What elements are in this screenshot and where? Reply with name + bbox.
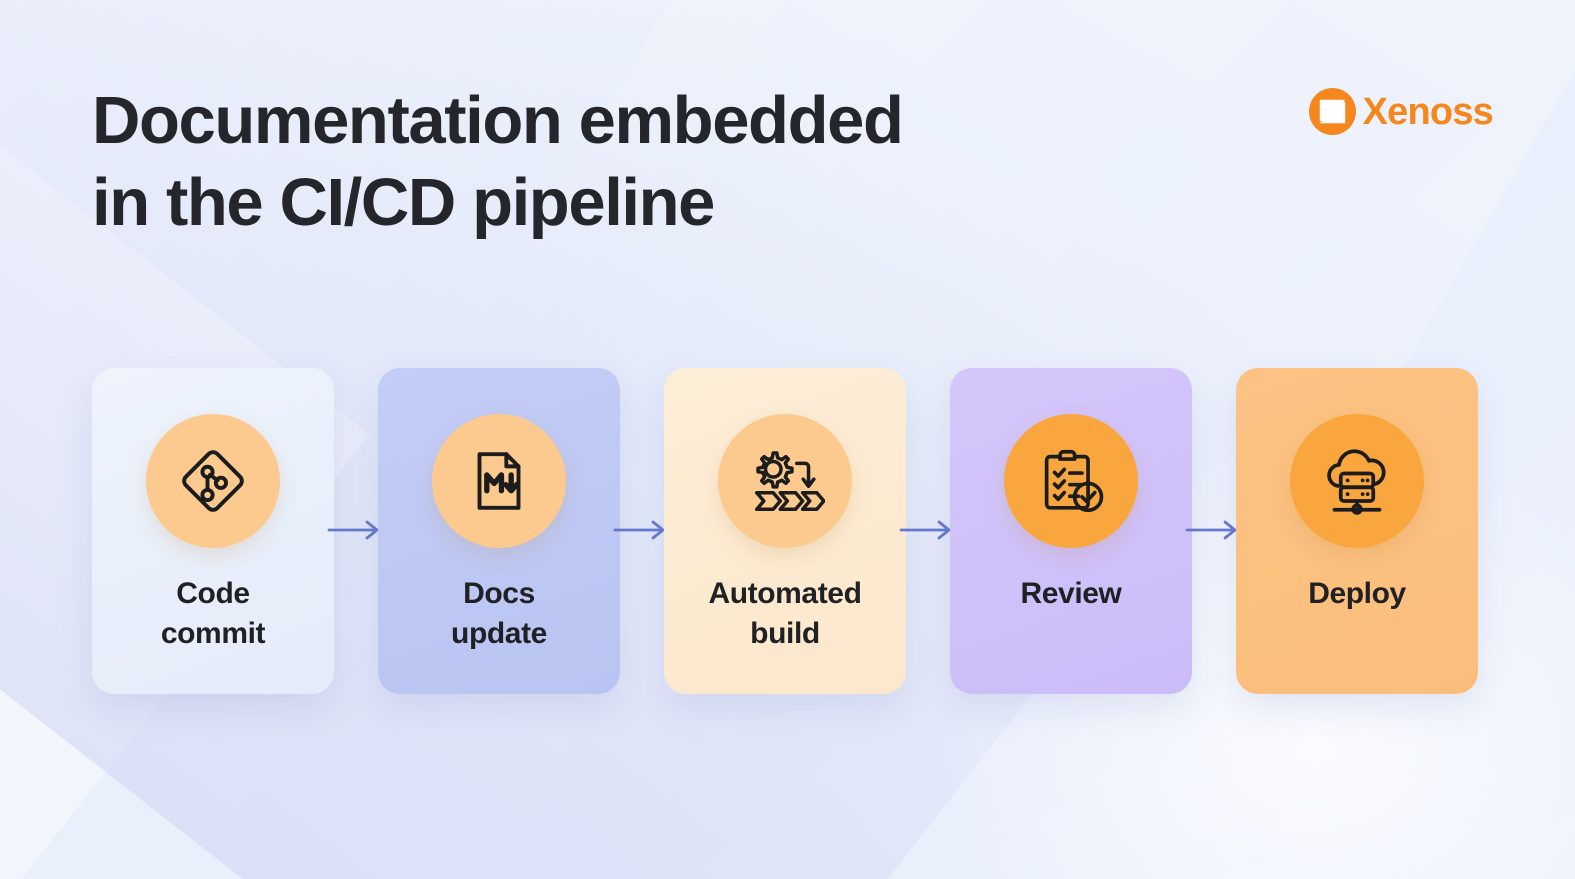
page-title-line-1: Documentation embedded (92, 83, 904, 158)
pipeline-step-label: Docs update (451, 577, 547, 650)
connector-arrow-right-icon (1185, 520, 1237, 540)
pipeline-step-label: Automated build (708, 577, 862, 650)
git-branch-diamond-icon (182, 450, 244, 512)
cloud-server-icon (1327, 449, 1386, 515)
pipeline-step-docs-update[interactable]: Docs update (378, 368, 620, 694)
page-title: Documentation embedded in the CI/CD pipe… (92, 80, 1152, 243)
pipeline-step-deploy[interactable]: Deploy (1236, 368, 1478, 694)
connector-arrow-right-icon (613, 520, 665, 540)
icon-badge (432, 414, 566, 548)
xenoss-logo: Xenoss (1308, 88, 1494, 135)
pipeline-step-automated-build[interactable]: Automated build (664, 368, 906, 694)
page-title-line-2: in the CI/CD pipeline (92, 164, 715, 240)
connector-arrow-right-icon (327, 520, 379, 540)
pipeline-row: Code commit Docs update (0, 368, 1575, 698)
icon-badge (1290, 414, 1424, 548)
pipeline-step-review[interactable]: Review (950, 368, 1192, 694)
clipboard-check-icon (1044, 449, 1104, 513)
icon-badge (146, 414, 280, 548)
pipeline-step-code-commit[interactable]: Code commit (92, 368, 334, 694)
icon-badge (1004, 414, 1138, 548)
xenoss-hourglass-mark-icon (1308, 88, 1356, 135)
pipeline-step-label: Review (1020, 577, 1122, 610)
markdown-file-icon (477, 452, 521, 510)
pipeline-step-label: Code commit (160, 577, 266, 650)
gear-pipeline-icon (755, 451, 825, 511)
pipeline-step-label: Deploy (1308, 577, 1406, 610)
xenoss-wordmark: Xenoss (1362, 90, 1494, 133)
icon-badge (718, 414, 852, 548)
connector-arrow-right-icon (899, 520, 951, 540)
